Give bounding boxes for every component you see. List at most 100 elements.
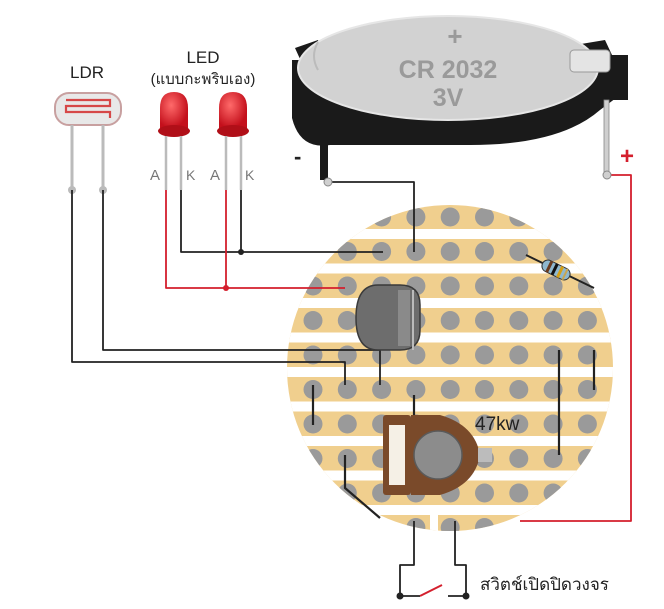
board-pad xyxy=(509,483,529,503)
board-pad xyxy=(577,242,597,261)
board-pad xyxy=(475,414,494,434)
strip-gap xyxy=(287,367,613,377)
led-group: LED (แบบกะพริบเอง) A K A K xyxy=(150,48,255,190)
board-pad xyxy=(475,242,494,261)
wire-led1-anode xyxy=(165,190,345,289)
board-pad xyxy=(406,380,426,399)
board-pad xyxy=(440,311,460,330)
board-pad xyxy=(303,311,323,330)
board-pad xyxy=(440,345,460,365)
board-pad xyxy=(372,380,392,399)
wire-switch-right xyxy=(448,521,467,597)
board-pad xyxy=(406,518,426,531)
board-pad xyxy=(577,380,597,399)
board-pad xyxy=(337,380,357,399)
led-2: A K xyxy=(210,92,255,190)
wire-battery-plus xyxy=(520,174,632,522)
board-pad xyxy=(475,483,494,503)
potentiometer-label: 47kw xyxy=(475,414,520,435)
resistor xyxy=(525,254,595,289)
board-pad xyxy=(509,207,529,227)
battery-model-label: CR 2032 xyxy=(399,56,498,84)
board-pad xyxy=(337,207,357,227)
board-pad xyxy=(475,207,494,227)
board-pad xyxy=(577,449,597,468)
board-pad xyxy=(440,207,460,227)
board-pad xyxy=(543,345,563,365)
wire-ldr-right xyxy=(102,190,381,385)
board-pad xyxy=(509,345,529,365)
board-pad xyxy=(577,345,597,365)
board-pad xyxy=(543,276,563,296)
board-pad xyxy=(509,276,529,296)
board-pad xyxy=(337,483,357,503)
board-pad xyxy=(303,483,323,503)
board-pad xyxy=(577,311,597,330)
led-sublabel: (แบบกะพริบเอง) xyxy=(151,71,256,88)
board-pad xyxy=(440,518,460,531)
strip-gap xyxy=(287,505,613,515)
led-1-pin-a: A xyxy=(150,167,160,184)
battery-holder: + CR 2032 3V - + xyxy=(292,15,634,180)
battery-voltage-label: 3V xyxy=(433,84,464,112)
board-pad xyxy=(543,483,563,503)
board-pad xyxy=(303,276,323,296)
board-pad xyxy=(475,345,494,365)
battery-minus-label: - xyxy=(294,144,301,169)
board-pad xyxy=(475,518,494,531)
board-pad xyxy=(372,207,392,227)
board-pad xyxy=(372,518,392,531)
board-pad xyxy=(406,242,426,261)
board-pad xyxy=(577,414,597,434)
board-pad xyxy=(543,242,563,261)
wire-led1-cathode xyxy=(180,190,383,253)
battery-spring-contact xyxy=(569,49,611,73)
board-pad xyxy=(543,207,563,227)
strip-cut xyxy=(430,505,438,531)
switch-lever[interactable] xyxy=(419,584,443,597)
board-pad xyxy=(406,207,426,227)
board-pad xyxy=(509,311,529,330)
led-1: A K xyxy=(150,92,196,190)
jumper-4 xyxy=(343,455,381,519)
strip-gap xyxy=(287,298,613,308)
board-pad xyxy=(543,311,563,330)
board-pad xyxy=(577,276,597,296)
wire-switch-left xyxy=(399,521,420,597)
board-pad xyxy=(543,449,563,468)
board-pad xyxy=(440,276,460,296)
ldr-sensor-track xyxy=(64,98,112,118)
strip-gap xyxy=(287,263,613,274)
potentiometer: 47kw xyxy=(383,414,520,495)
board-pad xyxy=(303,449,323,468)
led-1-pin-k: K xyxy=(186,167,196,183)
strip-gap xyxy=(287,229,613,239)
battery-plus-lead xyxy=(603,99,610,173)
board-pad xyxy=(303,518,323,531)
led-label: LED xyxy=(186,48,219,67)
board-pad xyxy=(406,345,426,365)
board-pad xyxy=(577,483,597,503)
strip-gap xyxy=(287,401,613,412)
board-pad xyxy=(337,414,357,434)
board-pad xyxy=(440,242,460,261)
board-pad xyxy=(337,449,357,468)
ldr: LDR xyxy=(54,63,122,194)
battery-minus-lead xyxy=(320,140,328,180)
board-pad xyxy=(509,242,529,261)
transistor xyxy=(355,284,421,351)
board-pad xyxy=(509,380,529,399)
board-pad xyxy=(509,414,529,434)
board-pad xyxy=(543,414,563,434)
led-2-pin-k: K xyxy=(245,167,255,183)
wires xyxy=(71,170,632,597)
ldr-label: LDR xyxy=(70,63,104,82)
led-2-pin-a: A xyxy=(210,167,220,184)
battery-plus-sign: + xyxy=(447,21,462,51)
board-pad xyxy=(543,380,563,399)
wire-ldr-left xyxy=(71,190,346,385)
on-off-switch[interactable]: สวิตช์เปิดปิดวงจร xyxy=(396,575,609,600)
board-pad xyxy=(475,311,494,330)
board-pad xyxy=(337,311,357,330)
